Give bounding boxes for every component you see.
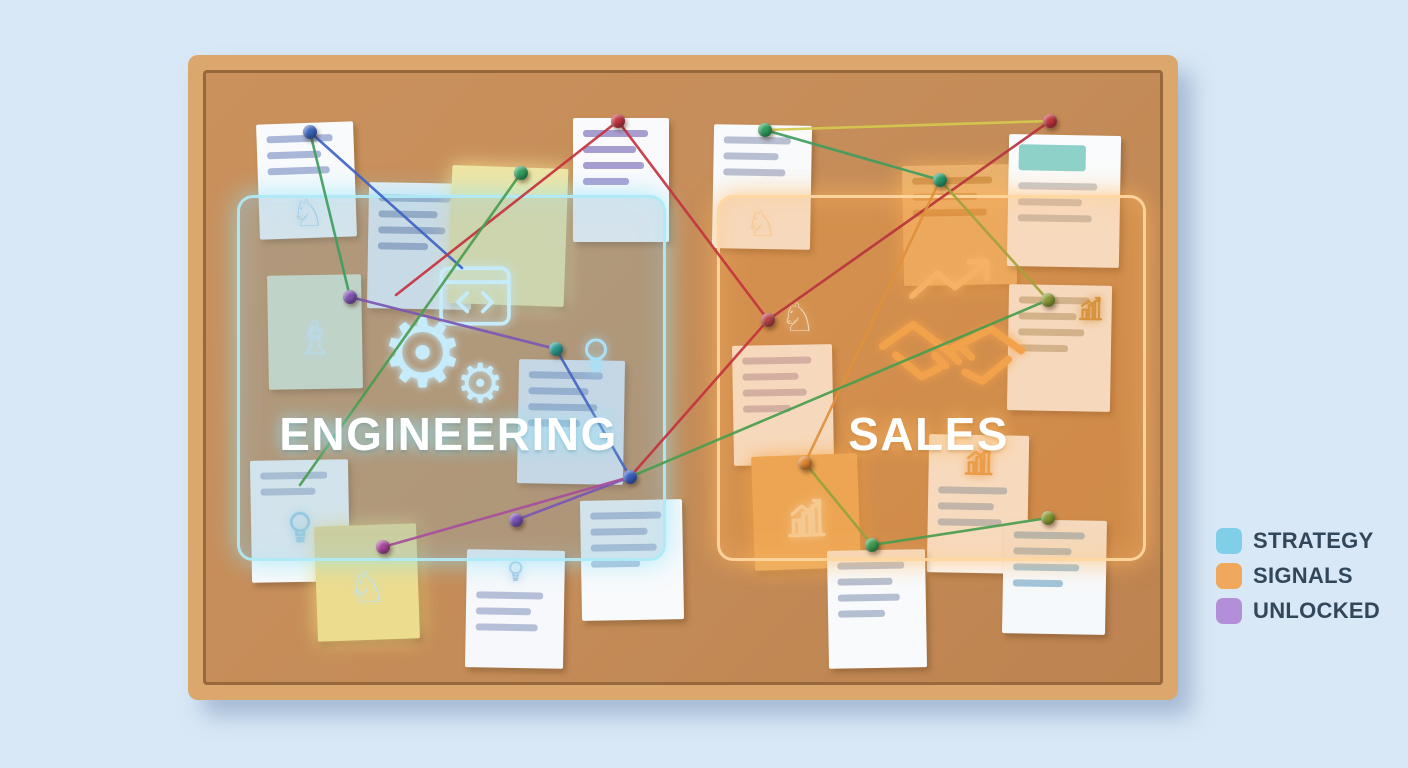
legend: STRATEGY SIGNALS UNLOCKED xyxy=(1216,528,1380,624)
push-pin xyxy=(865,538,879,552)
legend-swatch xyxy=(1216,528,1242,554)
string-connection xyxy=(381,475,632,549)
bar-chart-icon xyxy=(960,443,997,480)
push-pin xyxy=(509,513,523,527)
legend-item-strategy: STRATEGY xyxy=(1216,528,1380,554)
push-pin xyxy=(623,470,637,484)
gear-icon: ⚙ xyxy=(456,352,505,415)
string-connection xyxy=(628,298,1050,479)
legend-label: UNLOCKED xyxy=(1253,598,1381,623)
string-connection xyxy=(348,295,558,351)
engineering-zone-label: ENGINEERING xyxy=(279,408,618,460)
sales-zone-label: SALES xyxy=(848,408,1009,460)
trend-arrow-icon xyxy=(906,253,998,305)
string-connection xyxy=(298,171,523,487)
push-pin xyxy=(611,114,625,128)
pinned-note xyxy=(751,453,861,571)
lightbulb-icon xyxy=(502,558,528,584)
push-pin xyxy=(303,125,317,139)
corkboard: ♘♗♘♘ ⚙⚙♘ ENGINEERING SALES xyxy=(188,55,1178,700)
string-connection xyxy=(394,119,620,297)
pinned-note xyxy=(926,434,1030,574)
legend-item-unlocked: UNLOCKED xyxy=(1216,598,1380,624)
string-connection xyxy=(803,461,874,547)
string-connection xyxy=(766,119,1052,322)
legend-swatch xyxy=(1216,563,1242,589)
string-connection xyxy=(803,178,942,465)
legend-swatch xyxy=(1216,598,1242,624)
string-connection xyxy=(628,318,770,479)
push-pin xyxy=(798,456,812,470)
string-connection xyxy=(763,119,1052,132)
push-pin xyxy=(1041,293,1055,307)
bar-chart-icon xyxy=(781,493,831,543)
push-pin xyxy=(933,173,947,187)
strings-layer xyxy=(298,119,1052,549)
handshake-icon xyxy=(874,307,1030,403)
papers-layer: ♘♗♘♘ xyxy=(188,55,1178,700)
chess-knight-icon: ♘ xyxy=(780,295,816,341)
string-connection xyxy=(938,178,1050,302)
pinned-note xyxy=(1006,284,1113,412)
legend-item-signals: SIGNALS xyxy=(1216,563,1380,589)
legend-label: SIGNALS xyxy=(1253,563,1353,588)
string-connection xyxy=(870,516,1050,547)
push-pin xyxy=(343,290,357,304)
push-pin xyxy=(549,342,563,356)
push-pin xyxy=(376,540,390,554)
push-pin xyxy=(761,313,775,327)
string-connection xyxy=(308,130,352,299)
string-connection xyxy=(308,130,464,270)
pins-layer xyxy=(188,55,1178,700)
legend-label: STRATEGY xyxy=(1253,528,1374,553)
engineering-zone xyxy=(237,195,666,561)
lightbulb-icon xyxy=(280,507,321,548)
pinned-note xyxy=(249,459,351,583)
pinned-note xyxy=(464,549,566,669)
bar-chart-icon xyxy=(1075,293,1106,324)
push-pin xyxy=(1041,511,1055,525)
string-connection xyxy=(763,128,942,182)
string-connection xyxy=(514,475,632,522)
code-window-icon xyxy=(438,265,512,327)
push-pin xyxy=(1043,114,1057,128)
note-text-lines xyxy=(583,130,659,185)
push-pin xyxy=(758,123,772,137)
pinned-note xyxy=(573,118,669,242)
string-connection xyxy=(554,347,632,479)
push-pin xyxy=(514,166,528,180)
string-connection xyxy=(616,119,770,322)
lightbulb-icon xyxy=(574,333,618,377)
